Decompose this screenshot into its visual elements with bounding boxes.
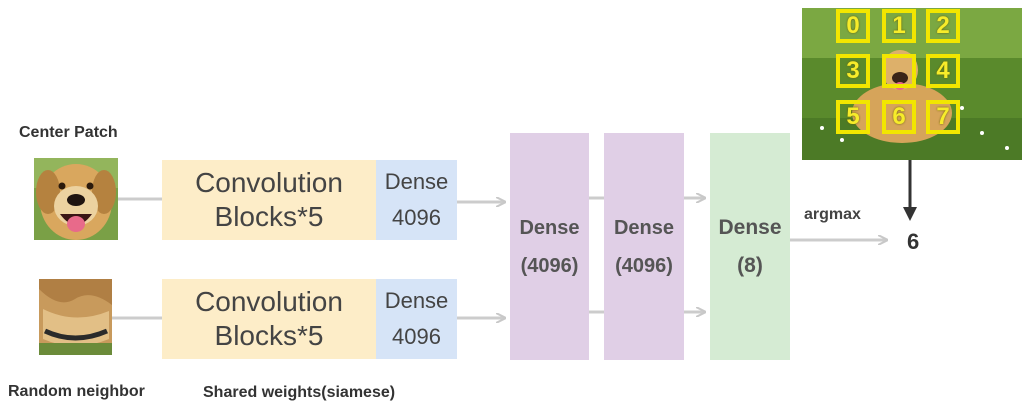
dense-output-line2: (8) [737,253,763,277]
dense-layer-2-line2: (4096) [615,254,673,277]
result-value: 6 [907,229,920,254]
shared-weights-label: Shared weights(siamese) [203,384,396,401]
dense-top-line2: 4096 [392,205,441,230]
grid-cell-7: 7 [926,100,960,134]
conv-bottom-line2: Blocks*5 [214,320,324,351]
argmax-label: argmax [804,206,861,223]
dense-bottom-line1: Dense [384,288,449,313]
grid-cell-4: 4 [926,54,960,88]
dense-4096-top: Dense 4096 [376,160,457,240]
grid-cell-3: 3 [836,54,870,88]
grid-cell-6: 6 [882,100,916,134]
dense-layer-1-line2: (4096) [520,254,579,277]
conv-top-line1: Convolution [195,167,343,198]
dense-output-line1: Dense [718,215,782,239]
dense-top-line1: Dense [384,169,449,194]
grid-cell-1: 1 [882,9,916,43]
grid-cell-0: 0 [836,9,870,43]
dense-bottom-line2: 4096 [392,324,441,349]
grid-cell-center [882,54,916,88]
dense-layer-1-line1: Dense [519,216,580,239]
dense-layer-1: Dense (4096) [510,133,589,360]
dense-layer-2: Dense (4096) [604,133,684,360]
random-neighbor-image [39,279,112,355]
conv-bottom-line1: Convolution [195,286,343,317]
dense-layer-2-line1: Dense [613,216,675,239]
conv-blocks-top: Convolution Blocks*5 [162,160,376,240]
center-patch-label: Center Patch [19,124,118,141]
dense-output-layer: Dense (8) [710,133,790,360]
dense-4096-bottom: Dense 4096 [376,279,457,359]
grid-cell-5: 5 [836,100,870,134]
grid-cell-2: 2 [926,9,960,43]
center-patch-image [34,158,118,240]
conv-top-line2: Blocks*5 [214,201,324,232]
grid-image: 0 1 2 3 4 5 6 7 [802,8,1022,160]
conv-blocks-bottom: Convolution Blocks*5 [162,279,376,359]
random-neighbor-label: Random neighbor [8,383,145,400]
